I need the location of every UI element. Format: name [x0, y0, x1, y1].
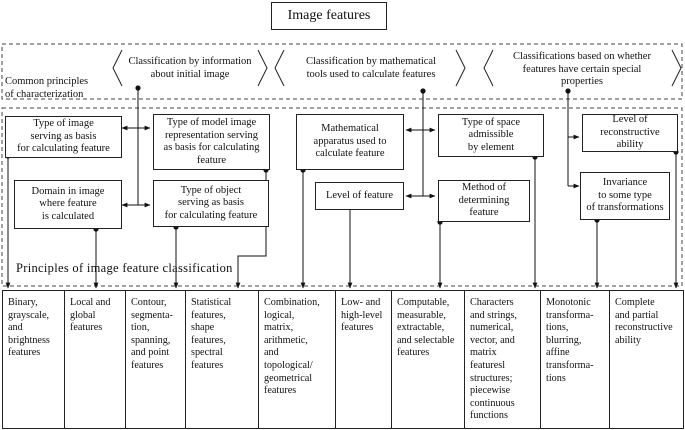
category-line: arithmetic,	[264, 334, 308, 346]
principles-section-label: Principles of image feature classificati…	[16, 261, 233, 275]
category-line: and point	[131, 347, 170, 359]
classification-by-math-tools: Classification by mathematical tools use…	[305, 56, 437, 80]
category-line: features	[264, 385, 297, 397]
diagram-title: Image features	[271, 2, 387, 30]
category-line: matrix,	[264, 322, 294, 334]
category-line: measurable,	[397, 309, 446, 321]
category-line: and	[8, 322, 23, 334]
category-line: tions	[546, 372, 566, 384]
category-line: spanning,	[131, 334, 171, 346]
category-line: and partial	[615, 309, 659, 321]
category-line: reconstructive	[615, 322, 673, 334]
category-line: transforma-	[546, 359, 594, 371]
category-line: features	[191, 359, 224, 371]
category-line: features	[131, 359, 164, 371]
common-principles-label: Common principles of characterization	[5, 76, 89, 100]
category-line: and	[264, 347, 279, 359]
category-line: topological/	[264, 359, 313, 371]
category-line: features	[397, 347, 430, 359]
category-line: matrix	[470, 347, 497, 359]
category-line: logical,	[264, 309, 295, 321]
category-line: features	[70, 322, 103, 334]
category-line: extractable,	[397, 322, 445, 334]
connectors-group-2	[405, 91, 436, 199]
category-line: geometrical	[264, 372, 313, 384]
category-cell: Contour,segmenta-tion,spanning,and point…	[125, 290, 186, 429]
category-line: and selectable	[397, 334, 455, 346]
category-line: high-level	[341, 309, 383, 321]
category-line: functions	[470, 410, 508, 422]
classification-by-special-properties: Classifications based on whether feature…	[513, 51, 651, 87]
category-line: vector, and	[470, 334, 515, 346]
category-line: Monotonic	[546, 297, 591, 308]
category-line: tion,	[131, 322, 150, 334]
connectors-group-3	[567, 91, 580, 189]
category-line: Statistical	[191, 297, 232, 308]
category-line: global	[70, 309, 96, 321]
category-line: shape	[191, 322, 215, 334]
category-line: numerical,	[470, 322, 514, 334]
category-line: structures;	[470, 372, 513, 384]
category-line: features	[341, 322, 374, 334]
category-cell: Combination,logical,matrix,arithmetic,an…	[258, 290, 336, 429]
category-line: featuresl	[470, 359, 506, 371]
classification-by-image-info: Classification by information about init…	[128, 56, 252, 80]
category-line: Contour,	[131, 297, 167, 308]
category-line: brightness	[8, 334, 50, 346]
category-line: blurring,	[546, 334, 582, 346]
category-line: and strings,	[470, 309, 517, 321]
category-line: Binary,	[8, 297, 38, 308]
principles-frame	[1, 107, 683, 287]
category-line: transforma-	[546, 309, 594, 321]
category-line: grayscale,	[8, 309, 50, 321]
category-line: Characters	[470, 297, 514, 308]
category-line: spectral	[191, 347, 223, 359]
box-level-of-feature: Level of feature	[315, 182, 404, 210]
category-line: affine	[546, 347, 570, 359]
category-line: continuous	[470, 397, 515, 409]
category-line: Local and	[70, 297, 111, 308]
category-line: tions,	[546, 322, 569, 334]
category-line: Computable,	[397, 297, 450, 308]
category-cell: Computable,measurable,extractable,and se…	[391, 290, 465, 429]
connectors-group-1	[121, 88, 151, 208]
category-line: features,	[191, 334, 226, 346]
common-principles-frame	[1, 43, 683, 100]
category-line: Low- and	[341, 297, 381, 308]
category-line: piecewise	[470, 385, 511, 397]
category-line: Complete	[615, 297, 655, 308]
category-line: features	[8, 347, 41, 359]
category-line: features,	[191, 309, 226, 321]
category-line: segmenta-	[131, 309, 173, 321]
category-line: Combination,	[264, 297, 320, 308]
chevrons	[112, 49, 682, 87]
category-line: ability	[615, 334, 642, 346]
